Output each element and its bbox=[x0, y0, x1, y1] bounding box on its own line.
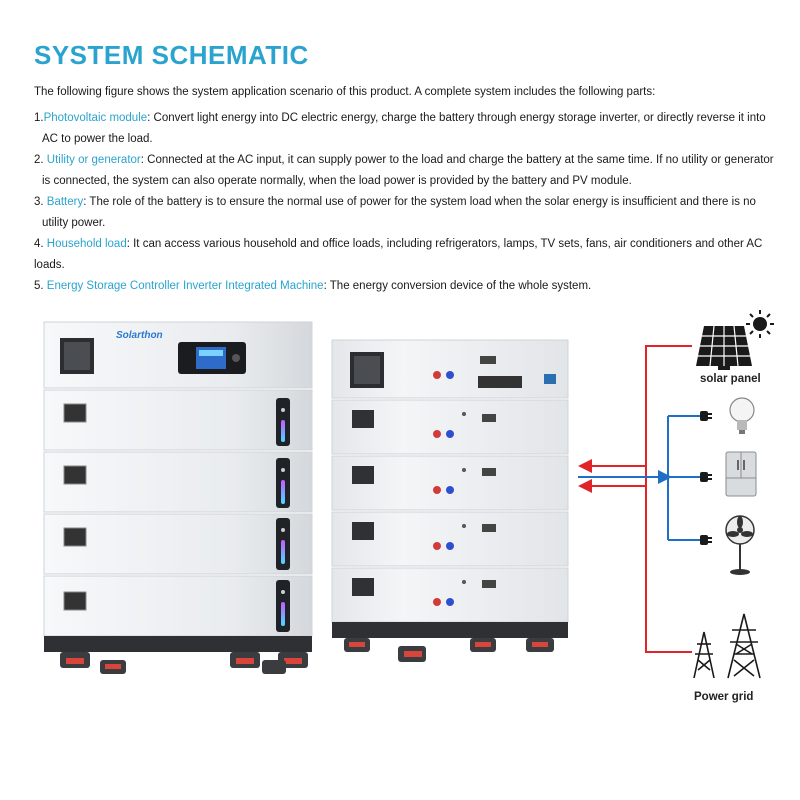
list-item-continuation: is connected, the system can also operat… bbox=[42, 175, 632, 187]
item-keyword: Energy Storage Controller Inverter Integ… bbox=[46, 280, 324, 292]
intro-text: The following figure shows the system ap… bbox=[34, 86, 656, 98]
solar-panel-label: solar panel bbox=[700, 373, 761, 385]
list-item: 4. Household load: It can access various… bbox=[34, 234, 774, 276]
cabinet-base bbox=[44, 636, 312, 652]
item-keyword: Utility or generator bbox=[46, 154, 141, 166]
list-item: 2. Utility or generator: Connected at th… bbox=[34, 150, 774, 171]
item-text: : The role of the battery is to ensure t… bbox=[83, 196, 756, 208]
left-battery-cabinet: Solarthon bbox=[43, 321, 313, 674]
battery-module bbox=[43, 389, 313, 451]
item-number: 5. bbox=[34, 280, 47, 292]
plug-icon bbox=[700, 411, 712, 421]
item-number: 2. bbox=[34, 154, 47, 166]
brand-logo: Solarthon bbox=[116, 330, 163, 341]
battery-module bbox=[331, 455, 569, 511]
item-keyword: Household load bbox=[46, 238, 127, 250]
battery-module bbox=[43, 575, 313, 637]
power-tower-icon bbox=[693, 613, 761, 679]
item-text: : The energy conversion device of the wh… bbox=[323, 280, 592, 292]
list-item-continuation: utility power. bbox=[42, 217, 106, 229]
positive-terminal bbox=[433, 371, 441, 379]
comm-port bbox=[478, 376, 522, 388]
list-item: 1.Photovoltaic module: Convert light ene… bbox=[34, 108, 774, 129]
list-item: 3. Battery: The role of the battery is t… bbox=[34, 192, 774, 213]
negative-terminal bbox=[446, 371, 454, 379]
item-keyword: Photovoltaic module bbox=[43, 112, 148, 124]
cabinet-base bbox=[332, 622, 568, 638]
battery-module bbox=[43, 513, 313, 575]
component-list: 1.Photovoltaic module: Convert light ene… bbox=[34, 108, 774, 297]
plug-icon bbox=[700, 472, 712, 482]
wiring-diagram bbox=[578, 345, 700, 653]
plug-icon bbox=[700, 535, 712, 545]
item-number: 4. bbox=[34, 238, 47, 250]
light-bulb-icon bbox=[729, 397, 755, 434]
list-item: 5. Energy Storage Controller Inverter In… bbox=[34, 276, 774, 297]
battery-module bbox=[331, 567, 569, 623]
right-battery-cabinet bbox=[331, 339, 569, 662]
battery-module bbox=[331, 399, 569, 455]
battery-module bbox=[43, 451, 313, 513]
list-item-continuation: AC to power the load. bbox=[42, 133, 153, 145]
item-text: : It can access various household and of… bbox=[34, 238, 763, 271]
grid-connection-line bbox=[645, 460, 692, 653]
battery-module bbox=[331, 511, 569, 567]
sun-icon bbox=[746, 310, 774, 338]
page-title: SYSTEM SCHEMATIC bbox=[34, 40, 309, 70]
caster-wheels bbox=[60, 652, 308, 674]
item-text: : Convert light energy into DC electric … bbox=[147, 112, 766, 124]
refrigerator-icon bbox=[725, 451, 757, 497]
fan-icon bbox=[725, 515, 755, 575]
item-text: : Connected at the AC input, it can supp… bbox=[140, 154, 774, 166]
item-number: 3. bbox=[34, 196, 47, 208]
power-grid-label: Power grid bbox=[694, 691, 753, 703]
caster-wheels bbox=[344, 638, 554, 662]
item-keyword: Battery bbox=[46, 196, 84, 208]
solar-panel-icon bbox=[696, 325, 752, 370]
pv-connection-line bbox=[645, 345, 692, 460]
system-diagram: Solarthon bbox=[43, 310, 774, 703]
item-number: 1. bbox=[34, 112, 44, 124]
